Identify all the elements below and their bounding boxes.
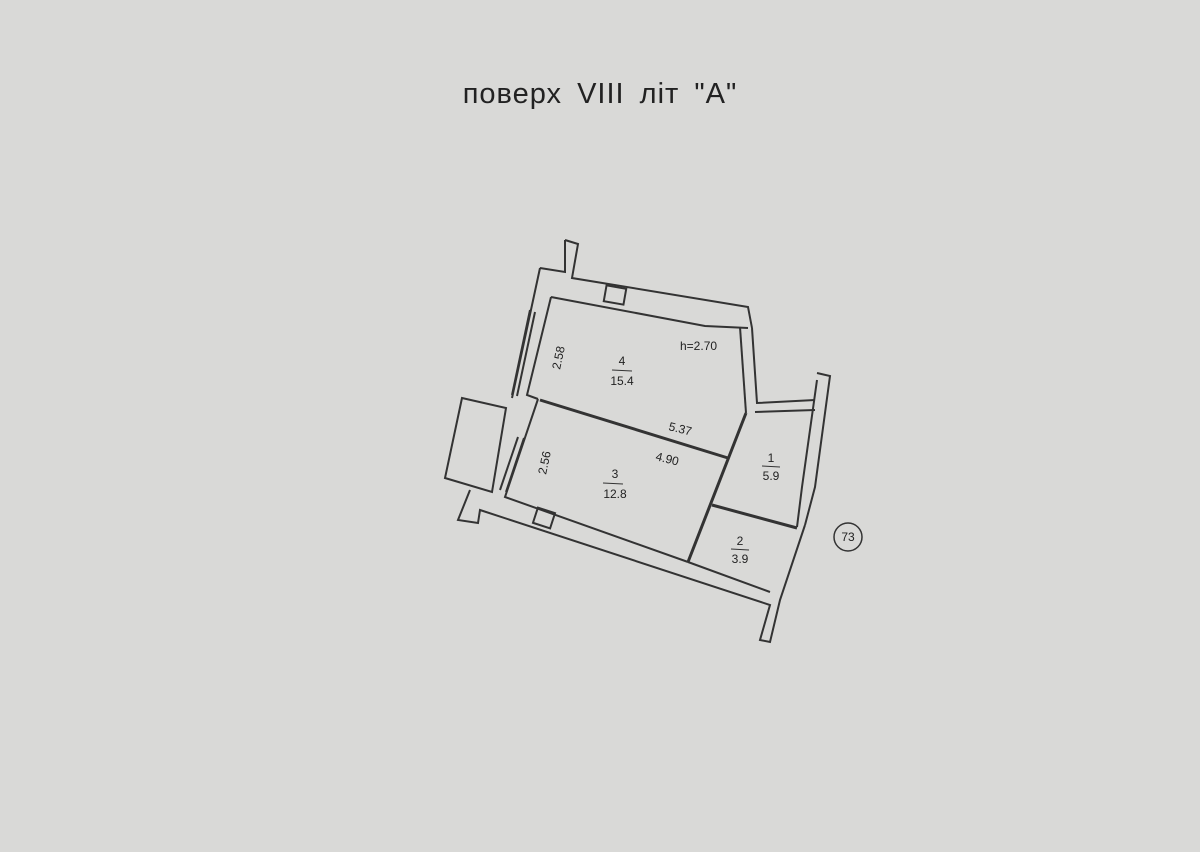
ceiling-height: h=2.70 [680,339,717,353]
apartment-number: 73 [841,530,855,544]
dim-5-37: 5.37 [667,419,693,438]
room-3-area: 12.8 [603,487,627,501]
room-2-number: 2 [737,534,744,548]
dim-2-56: 2.56 [535,450,554,476]
room-labels: 4 15.4 3 12.8 1 5.9 2 3.9 h=2.70 [602,339,781,566]
dim-2-58: 2.58 [549,345,568,371]
room-1-number: 1 [768,451,775,465]
room-1-area: 5.9 [763,469,780,483]
floor-title: поверх VIII літ "А" [462,78,738,110]
walls [443,239,832,644]
dim-4-90: 4.90 [654,449,680,468]
room-2-area: 3.9 [732,552,749,566]
apartment-number-badge: 73 [833,522,863,552]
dimension-labels: 2.58 2.56 5.37 4.90 [535,345,693,476]
room-4-area: 15.4 [610,374,634,388]
room-3-number: 3 [612,467,619,481]
room-4-number: 4 [619,354,626,368]
